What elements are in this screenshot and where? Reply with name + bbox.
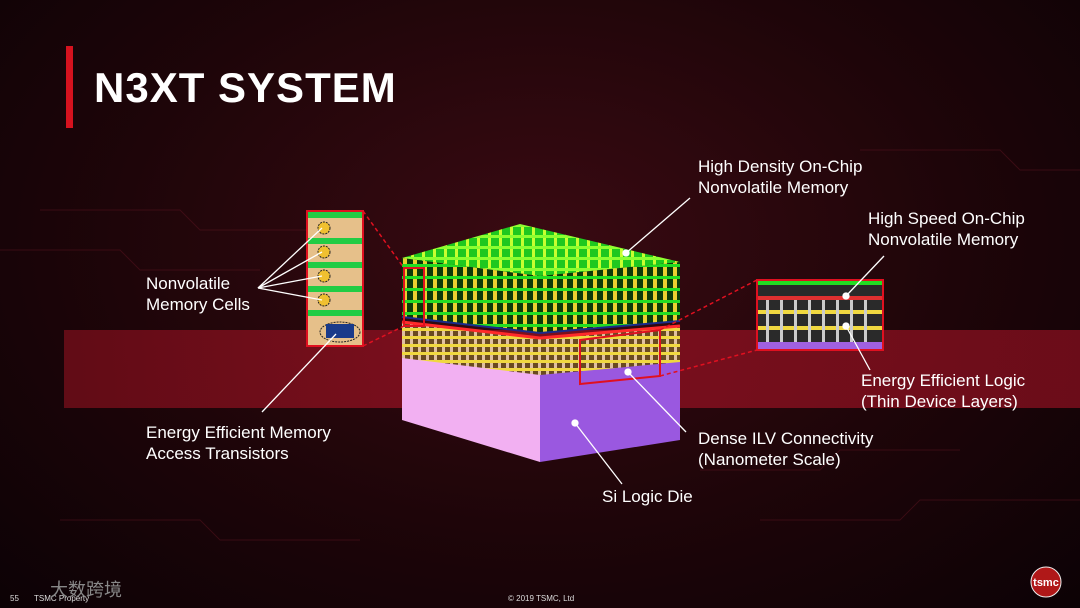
si-logic-die [402, 355, 680, 462]
logo-text: tsmc [1033, 577, 1059, 589]
page-number: 55 [10, 594, 19, 603]
page-title: N3XT SYSTEM [94, 64, 397, 111]
label-dense-ilv: Dense ILV Connectivity (Nanometer Scale) [698, 429, 874, 469]
footer-copyright: © 2019 TSMC, Ltd [508, 594, 575, 603]
left-highlight-box [403, 267, 425, 327]
watermark-text: 大数跨境 [50, 580, 122, 601]
title-accent-bar [66, 46, 73, 128]
label-high-density-memory: High Density On-Chip Nonvolatile Memory [698, 157, 863, 197]
label-high-speed-memory: High Speed On-Chip Nonvolatile Memory [868, 209, 1025, 249]
pointer-lines [257, 197, 885, 485]
label-si-logic-die: Si Logic Die [602, 487, 693, 506]
label-nonvolatile-memory-cells: Nonvolatile Memory Cells [146, 274, 250, 314]
memory-stack [402, 224, 680, 332]
label-energy-efficient-logic: Energy Efficient Logic (Thin Device Laye… [861, 371, 1026, 411]
logic-layer-inset [659, 279, 884, 377]
footer-property: TSMC Property [34, 594, 90, 603]
label-access-transistors: Energy Efficient Memory Access Transisto… [146, 423, 331, 463]
tsmc-logo: tsmc [1030, 566, 1062, 598]
memory-cell-inset [306, 210, 405, 347]
